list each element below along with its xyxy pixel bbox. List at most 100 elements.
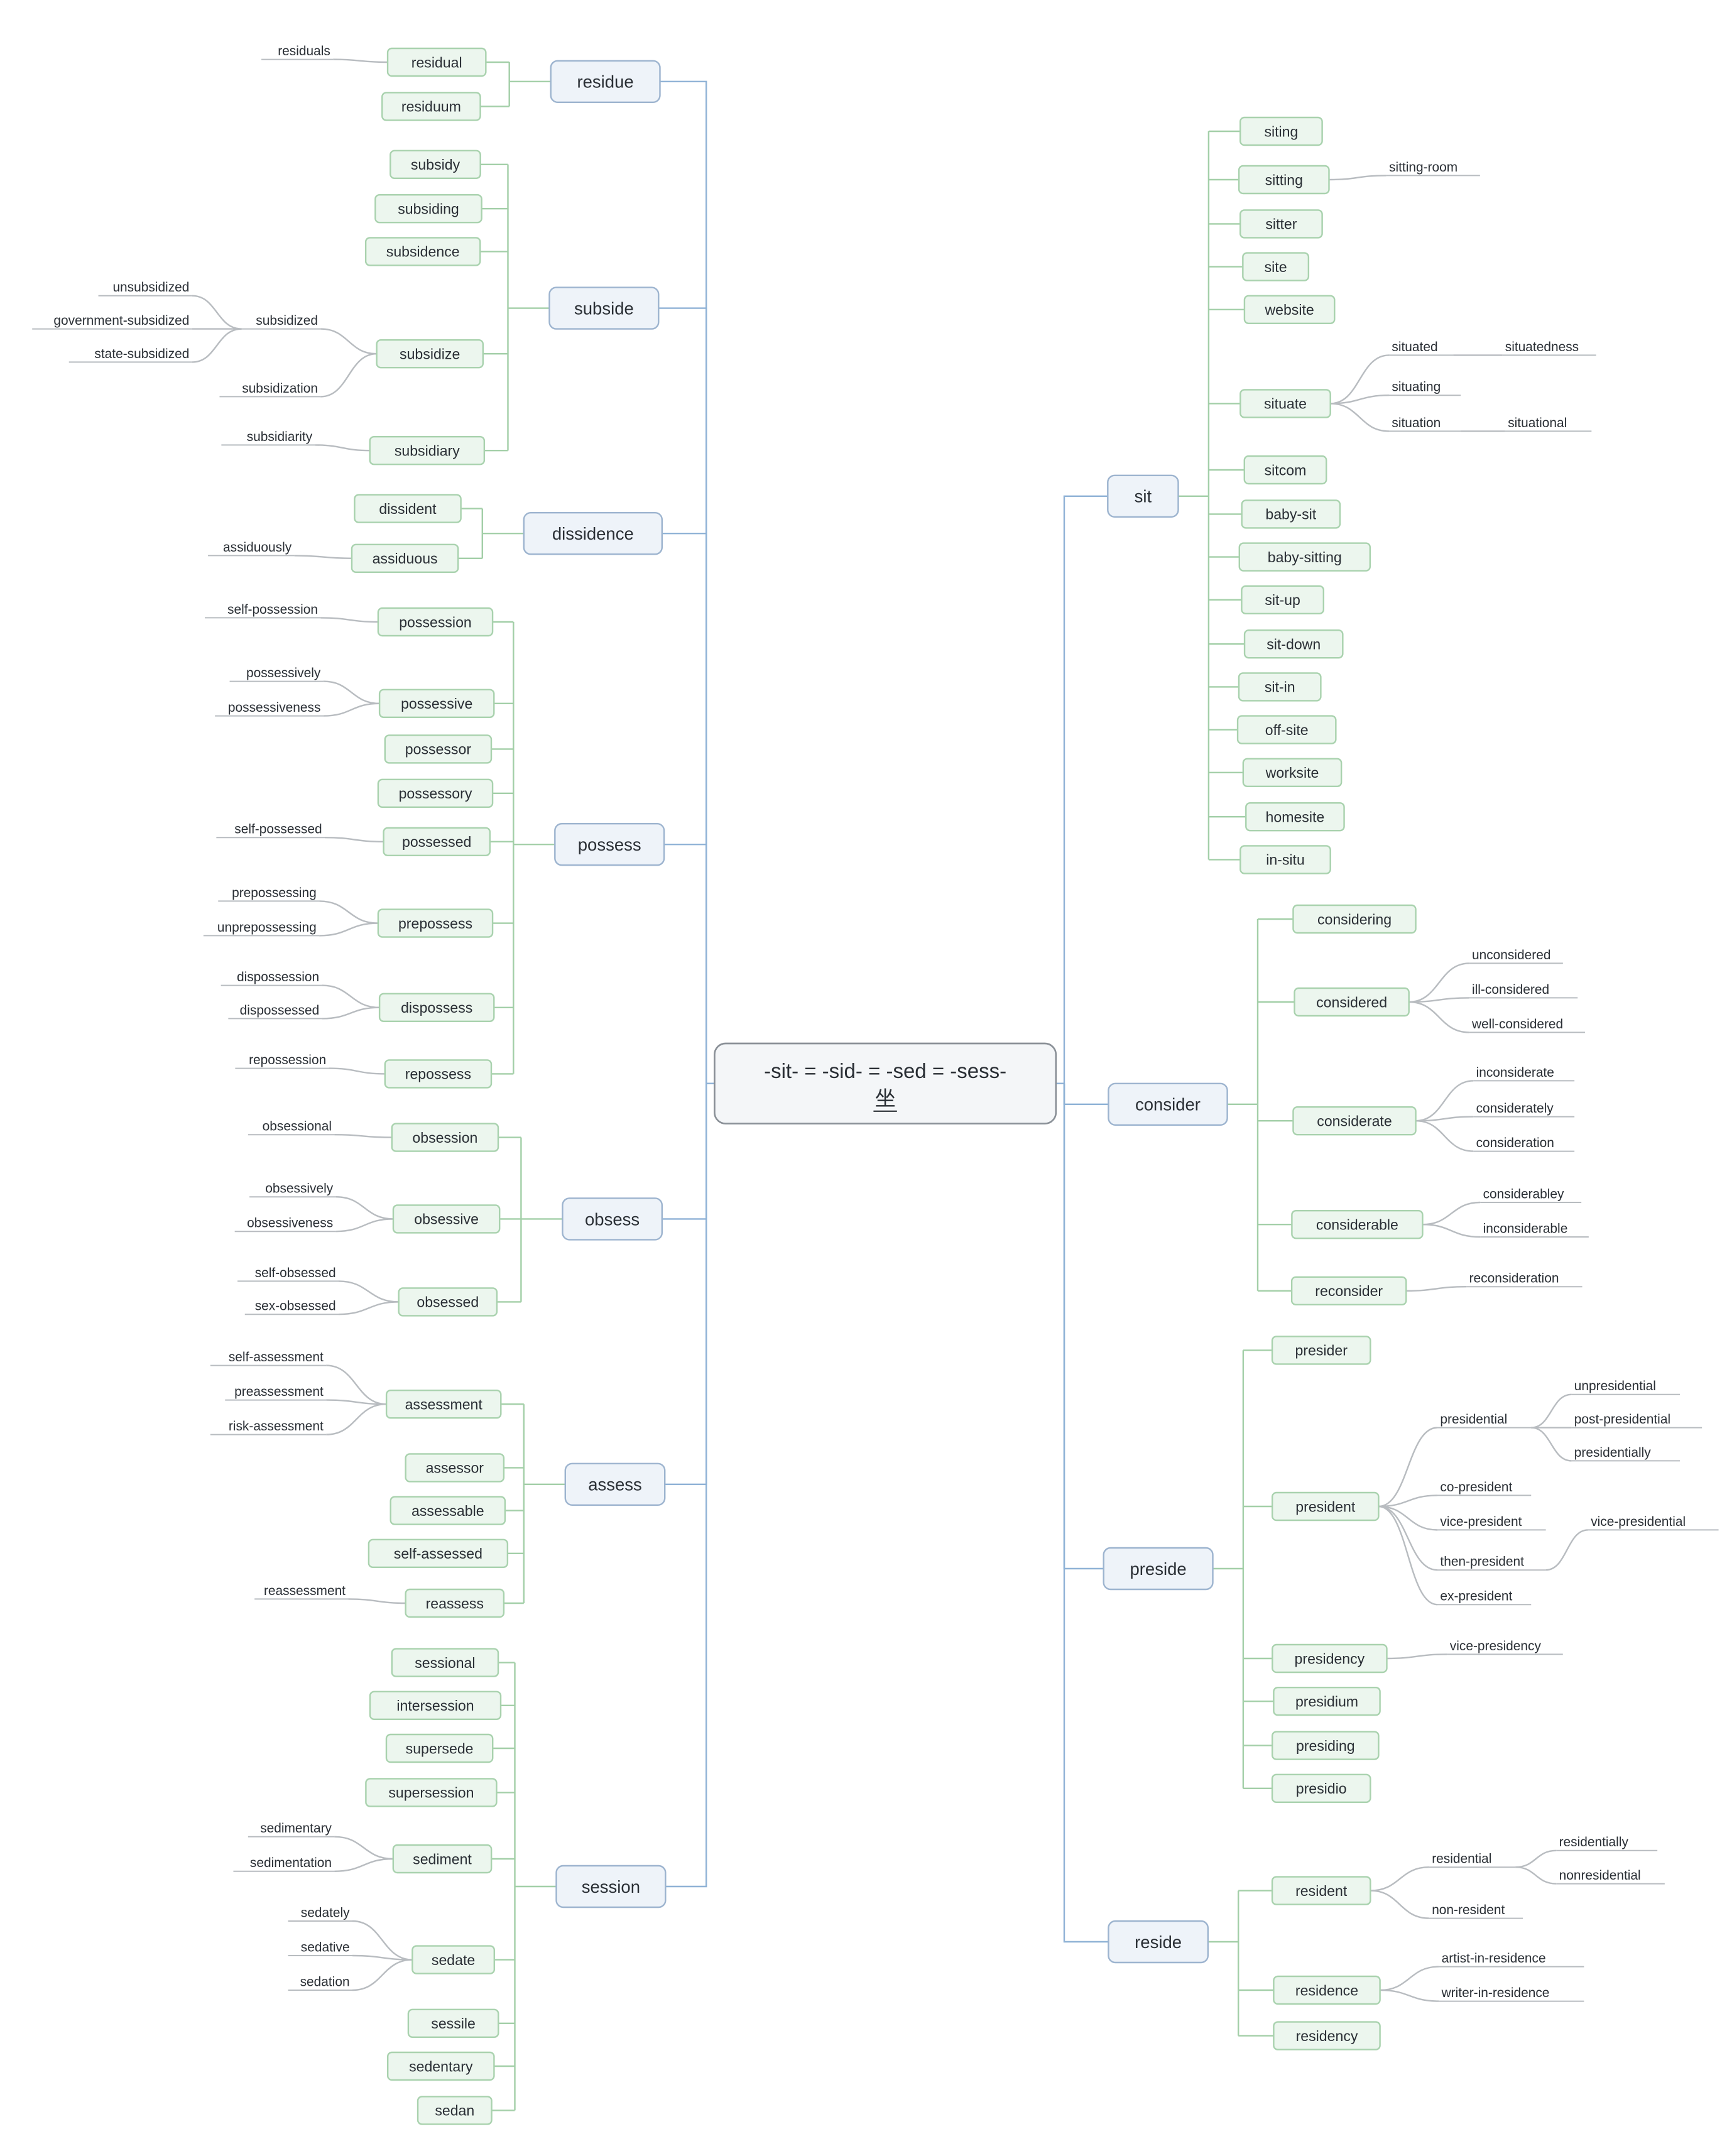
word-sit-down-node[interactable]: sit-down (1243, 629, 1344, 659)
word-assiduous-node[interactable]: assiduous (351, 543, 459, 574)
word-subsidence-node[interactable]: subsidence (364, 237, 481, 266)
word-subsidiary-node[interactable]: subsidiary (369, 435, 486, 466)
word-sitting-node[interactable]: sitting (1238, 165, 1330, 195)
word-repossess-node[interactable]: repossess (384, 1059, 493, 1089)
leaf-vice-president-label: vice-president (1440, 1515, 1522, 1529)
word-assessable-node[interactable]: assessable (390, 1496, 506, 1525)
word-sitcom-node[interactable]: sitcom (1243, 455, 1327, 485)
word-website-node[interactable]: website (1243, 295, 1336, 325)
word-supersession-node[interactable]: supersession (365, 1778, 498, 1807)
word-sedan-node[interactable]: sedan (417, 2096, 493, 2125)
word-considerable-label: considerable (1316, 1217, 1398, 1233)
word-sediment-label: sediment (413, 1851, 472, 1867)
word-obsessive-node[interactable]: obsessive (392, 1204, 501, 1234)
word-supersede-label: supersede (406, 1740, 474, 1756)
leaf-vice-president: vice-president (1440, 1515, 1522, 1529)
branch-assess-node[interactable]: assess (564, 1462, 666, 1506)
branch-session-node[interactable]: session (555, 1865, 667, 1908)
branch-residue-label: residue (577, 72, 633, 92)
leaf-reassessment: reassessment (264, 1584, 346, 1598)
branch-obsess-node[interactable]: obsess (562, 1197, 663, 1241)
word-possessory-node[interactable]: possessory (377, 778, 494, 808)
word-subsidy-node[interactable]: subsidy (390, 150, 481, 180)
word-obsession-node[interactable]: obsession (391, 1123, 499, 1152)
word-supersede-node[interactable]: supersede (385, 1733, 494, 1763)
word-sediment-node[interactable]: sediment (392, 1844, 493, 1874)
leaf-obsessively-label: obsessively (265, 1182, 334, 1196)
word-residence-node[interactable]: residence (1273, 1975, 1381, 2005)
word-resident-node[interactable]: resident (1271, 1876, 1371, 1905)
leaf-dispossession-label: dispossession (237, 970, 319, 984)
word-dissident-node[interactable]: dissident (354, 494, 462, 523)
word-possession-node[interactable]: possession (377, 607, 494, 637)
leaf-dispossessed-label: dispossessed (240, 1003, 320, 1018)
word-sessile-node[interactable]: sessile (407, 2008, 499, 2039)
word-considerate-node[interactable]: considerate (1292, 1106, 1417, 1136)
word-considerable-node[interactable]: considerable (1291, 1209, 1424, 1239)
branch-preside-node[interactable]: preside (1103, 1547, 1214, 1591)
word-presider-node[interactable]: presider (1271, 1336, 1371, 1365)
word-president-node[interactable]: president (1271, 1491, 1380, 1522)
word-sessional-node[interactable]: sessional (391, 1648, 499, 1677)
word-off-site-node[interactable]: off-site (1236, 715, 1337, 744)
word-possessed-node[interactable]: possessed (383, 827, 491, 857)
word-worksite-node[interactable]: worksite (1242, 758, 1343, 788)
word-situate-node[interactable]: situate (1239, 389, 1331, 418)
leaf-writer-in-residence: writer-in-residence (1441, 1986, 1550, 2000)
word-sit-in-node[interactable]: sit-in (1238, 672, 1322, 702)
word-residency-node[interactable]: residency (1273, 2021, 1381, 2050)
branch-subside-node[interactable]: subside (548, 286, 660, 330)
branch-possess-node[interactable]: possess (554, 822, 665, 866)
branch-consider-label: consider (1135, 1095, 1201, 1114)
word-considering-node[interactable]: considering (1292, 904, 1417, 934)
word-subsidize-node[interactable]: subsidize (376, 339, 484, 369)
word-residuum-node[interactable]: residuum (381, 92, 481, 121)
word-possessor-node[interactable]: possessor (384, 734, 493, 764)
leaf-ex-president: ex-president (1440, 1589, 1512, 1604)
branch-reside-node[interactable]: reside (1108, 1920, 1209, 1964)
branch-consider-node[interactable]: consider (1108, 1082, 1228, 1126)
word-assessor-node[interactable]: assessor (405, 1453, 505, 1483)
subleaf-situatedness-label: situatedness (1505, 340, 1579, 354)
word-intersession-node[interactable]: intersession (369, 1690, 502, 1721)
word-siting-node[interactable]: siting (1239, 116, 1323, 146)
word-site-node[interactable]: site (1242, 252, 1310, 281)
word-in-situ-node[interactable]: in-situ (1239, 845, 1331, 874)
word-sitter-node[interactable]: sitter (1239, 209, 1323, 239)
branch-sit-node[interactable]: sit (1107, 474, 1179, 518)
word-reassess-node[interactable]: reassess (405, 1588, 505, 1618)
branch-dissidence-node[interactable]: dissidence (523, 511, 663, 555)
leaf-possessiveness: possessiveness (228, 700, 320, 715)
leaf-risk-assessment: risk-assessment (229, 1419, 324, 1434)
word-subsiding-node[interactable]: subsiding (374, 193, 482, 224)
leaf-possessively: possessively (246, 666, 321, 680)
word-assessment-node[interactable]: assessment (385, 1389, 502, 1419)
word-presiding-node[interactable]: presiding (1271, 1731, 1380, 1760)
word-presidium-node[interactable]: presidium (1273, 1686, 1381, 1716)
leaf-co-president: co-president (1440, 1480, 1512, 1494)
leaf-subsidiarity: subsidiarity (247, 430, 313, 444)
word-baby-sit-node[interactable]: baby-sit (1241, 499, 1341, 529)
word-sedentary-node[interactable]: sedentary (386, 2051, 495, 2081)
word-presidio-node[interactable]: presidio (1271, 1773, 1371, 1804)
word-self-assessed-label: self-assessed (394, 1545, 482, 1562)
leaf-subsidized-label: subsidized (256, 313, 318, 328)
root-node[interactable]: -sit- = -sid- = -sed = -sess-坐 (714, 1042, 1057, 1124)
branch-residue-node[interactable]: residue (550, 60, 661, 104)
word-baby-sitting-node[interactable]: baby-sitting (1238, 542, 1371, 572)
word-sedate-node[interactable]: sedate (411, 1945, 496, 1974)
subleaf-residentially: residentially (1559, 1835, 1629, 1849)
word-residual-node[interactable]: residual (386, 47, 487, 77)
word-sit-up-node[interactable]: sit-up (1241, 585, 1325, 615)
word-self-assessed-node[interactable]: self-assessed (368, 1538, 509, 1569)
word-homesite-node[interactable]: homesite (1245, 802, 1345, 832)
word-prepossess-node[interactable]: prepossess (377, 908, 494, 938)
word-possessive-node[interactable]: possessive (378, 689, 495, 719)
word-obsessed-node[interactable]: obsessed (398, 1287, 498, 1317)
word-presidency-node[interactable]: presidency (1272, 1643, 1388, 1674)
subleaf-nonresidential: nonresidential (1559, 1868, 1641, 1883)
word-considered-node[interactable]: considered (1294, 987, 1410, 1017)
word-dispossess-node[interactable]: dispossess (378, 993, 495, 1023)
branch-session-label: session (582, 1877, 640, 1897)
word-reconsider-node[interactable]: reconsider (1290, 1276, 1407, 1306)
